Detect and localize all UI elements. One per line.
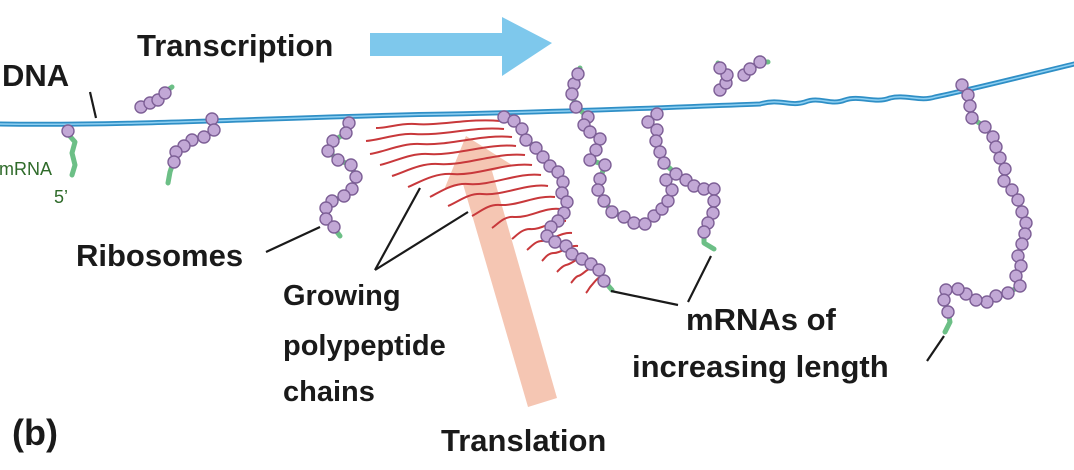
- polypeptide-leader-line-2: [375, 212, 468, 270]
- dna-leader-line: [90, 92, 96, 118]
- ribosome-bead: [1020, 217, 1032, 229]
- ribosome-bead: [320, 202, 332, 214]
- ribosome-bead: [338, 190, 350, 202]
- ribosome-bead: [62, 125, 74, 137]
- ribosome-bead: [198, 131, 210, 143]
- ribosome-bead: [651, 124, 663, 136]
- ribosome-bead: [658, 157, 670, 169]
- ribosome-bead: [168, 156, 180, 168]
- ribosome-bead: [598, 195, 610, 207]
- ribosome-bead: [592, 184, 604, 196]
- growing-label-line-2: polypeptide: [283, 330, 446, 362]
- ribosome-bead: [698, 226, 710, 238]
- mrnas-label-line-2: increasing length: [632, 349, 889, 384]
- ribosome-bead: [662, 195, 674, 207]
- ribosome-bead: [549, 236, 561, 248]
- five-prime-label: 5’: [54, 187, 68, 207]
- ribosome-bead: [516, 123, 528, 135]
- mrnas-leader-line-1: [611, 291, 678, 305]
- mrna-label: mRNA: [0, 159, 52, 179]
- mrnas-label-line-1: mRNAs of: [686, 302, 837, 337]
- ribosome-bead: [520, 134, 532, 146]
- ribosomes-label: Ribosomes: [76, 238, 243, 273]
- polypeptide-leader-line-1: [375, 188, 420, 270]
- translation-label: Translation: [441, 423, 606, 458]
- ribosome-bead: [964, 100, 976, 112]
- ribosome-bead: [340, 127, 352, 139]
- ribosome-bead: [570, 101, 582, 113]
- ribosome-bead: [561, 196, 573, 208]
- growing-label-line-3: chains: [283, 376, 375, 408]
- ribosome-bead: [952, 283, 964, 295]
- ribosome-bead: [708, 195, 720, 207]
- transcription-label: Transcription: [137, 28, 333, 63]
- ribosome-beads: [62, 56, 1032, 318]
- ribosome-bead: [557, 176, 569, 188]
- ribosome-bead: [598, 275, 610, 287]
- ribosome-bead: [628, 217, 640, 229]
- ribosome-bead: [1002, 287, 1014, 299]
- ribosome-bead: [1012, 194, 1024, 206]
- ribosome-bead: [572, 68, 584, 80]
- ribosome-bead: [966, 112, 978, 124]
- translation-arrow: [444, 136, 557, 407]
- ribosome-bead: [990, 141, 1002, 153]
- ribosome-bead: [708, 183, 720, 195]
- growing-label-line-1: Growing: [283, 280, 401, 312]
- mrnas-leader-line-3: [927, 336, 944, 361]
- ribosome-bead: [938, 294, 950, 306]
- ribosome-bead: [584, 154, 596, 166]
- ribosome-bead: [345, 159, 357, 171]
- ribosome-bead: [322, 145, 334, 157]
- ribosome-bead: [594, 173, 606, 185]
- transcription-arrow: [370, 17, 552, 76]
- mrnas-leader-line-2: [688, 256, 711, 302]
- ribosome-bead: [159, 87, 171, 99]
- ribosome-bead: [942, 306, 954, 318]
- ribosome-bead: [332, 154, 344, 166]
- ribosome-bead: [962, 89, 974, 101]
- ribosome-bead: [654, 146, 666, 158]
- dna-label: DNA: [2, 58, 69, 93]
- ribosome-bead: [1014, 280, 1026, 292]
- ribosome-bead: [350, 171, 362, 183]
- ribosome-bead: [994, 152, 1006, 164]
- ribosome-bead: [981, 296, 993, 308]
- ribosome-bead: [754, 56, 766, 68]
- ribosome-bead: [1016, 238, 1028, 250]
- ribosome-bead: [566, 88, 578, 100]
- ribosome-bead: [599, 159, 611, 171]
- ribosome-bead: [999, 163, 1011, 175]
- ribosome-bead: [979, 121, 991, 133]
- ribosome-bead: [650, 135, 662, 147]
- ribosome-bead: [1016, 206, 1028, 218]
- ribosome-bead: [594, 133, 606, 145]
- ribosome-bead: [206, 113, 218, 125]
- ribosome-bead: [606, 206, 618, 218]
- ribosome-bead: [714, 62, 726, 74]
- ribosome-bead: [328, 221, 340, 233]
- ribosomes-leader-line: [266, 227, 320, 252]
- ribosome-bead: [593, 264, 605, 276]
- panel-label: (b): [12, 412, 58, 453]
